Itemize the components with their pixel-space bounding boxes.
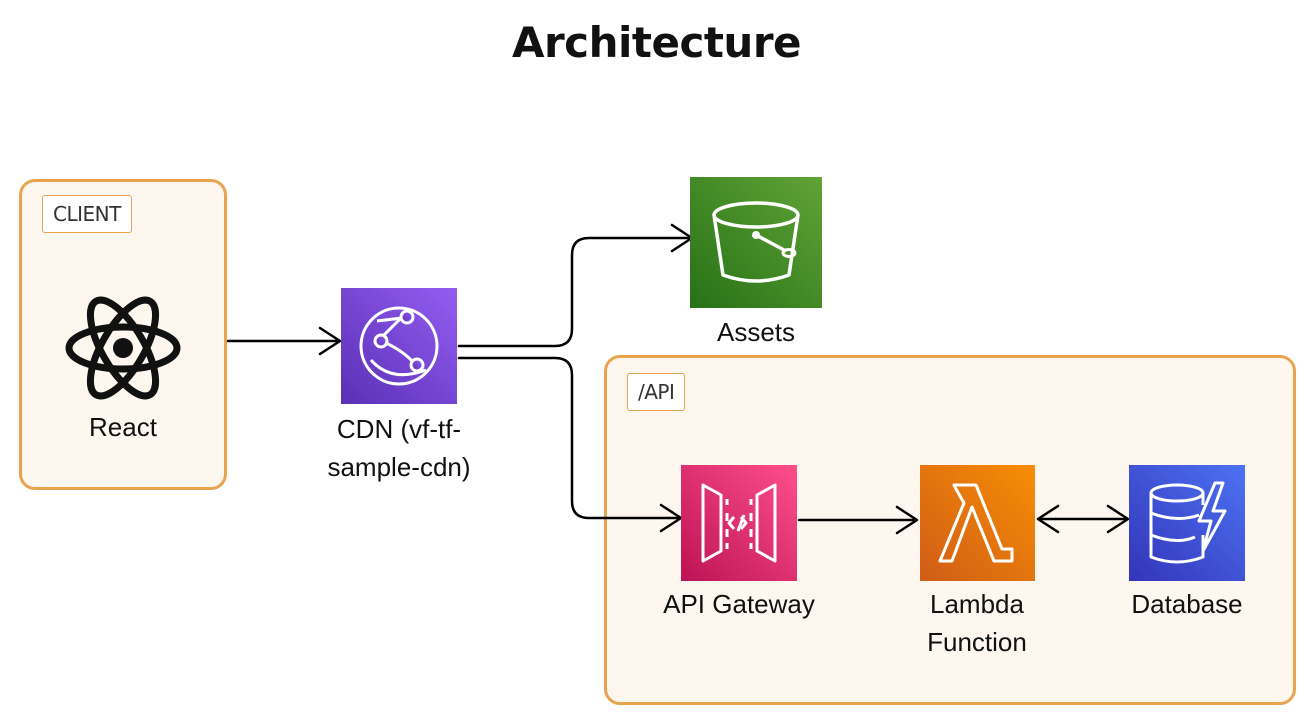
react-label: React <box>89 412 157 442</box>
lambda-icon <box>920 465 1035 581</box>
edge-apigw-lambda-arrowhead <box>895 505 919 535</box>
edge-lambda-database-arrowhead-left <box>1036 504 1060 534</box>
cdn-node[interactable] <box>341 288 457 404</box>
database-node[interactable] <box>1129 465 1245 581</box>
edge-react-cdn-arrowhead <box>318 326 342 356</box>
api-gateway-node[interactable] <box>681 465 797 581</box>
react-icon <box>65 296 181 399</box>
lambda-label-line1: Lambda <box>930 589 1024 619</box>
database-label: Database <box>1131 589 1243 619</box>
page-title: Architecture <box>511 18 802 67</box>
edge-cdn-apigw <box>457 356 681 520</box>
cloudfront-icon <box>341 288 457 404</box>
assets-label: Assets <box>716 317 796 347</box>
lambda-label-line2: Function <box>927 627 1027 657</box>
s3-bucket-icon <box>690 177 822 308</box>
lambda-label: Lambda Function <box>877 585 1077 661</box>
api-gateway-icon <box>681 465 797 581</box>
api-gateway-label: API Gateway <box>663 589 815 619</box>
cdn-label: CDN (vf-tf- sample-cdn) <box>300 410 498 486</box>
client-group-label: CLIENT <box>42 195 132 233</box>
edge-lambda-database-arrowhead-right <box>1106 504 1130 534</box>
lambda-node[interactable] <box>920 465 1035 581</box>
edge-cdn-assets <box>457 236 692 348</box>
api-group-label: /API <box>627 373 686 411</box>
cdn-label-line1: CDN (vf-tf- <box>336 414 462 444</box>
react-node[interactable] <box>63 290 183 405</box>
cdn-label-line2: sample-cdn) <box>327 452 471 482</box>
dynamodb-icon <box>1129 465 1245 581</box>
assets-node[interactable] <box>690 177 822 308</box>
